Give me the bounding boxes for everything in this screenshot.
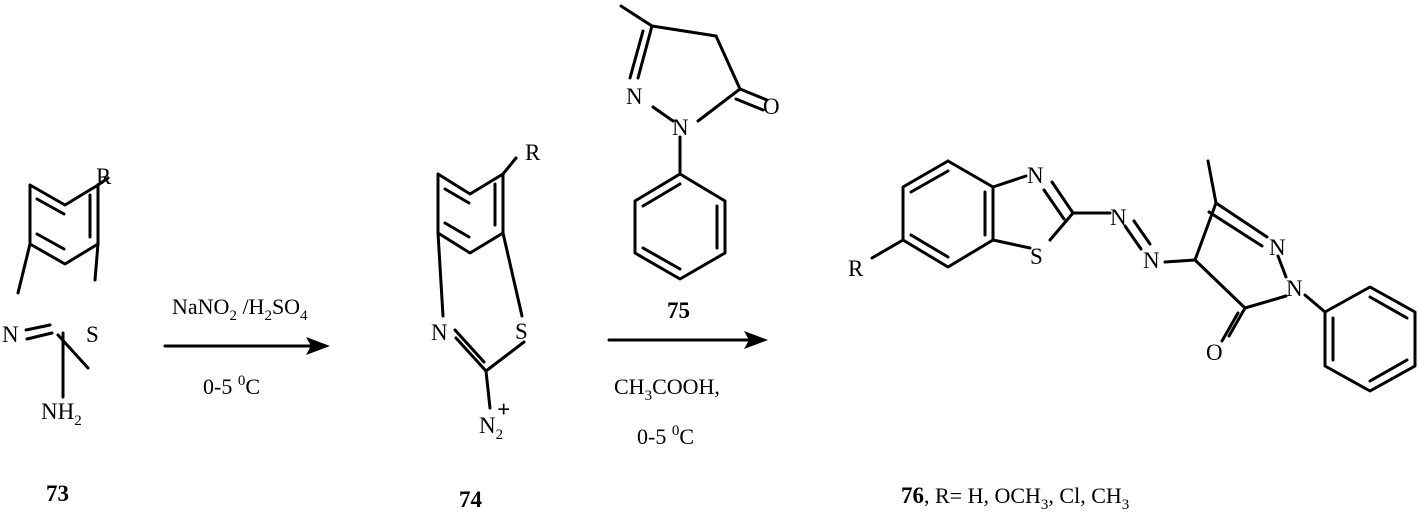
sulfur-label: S <box>515 319 528 344</box>
reaction-arrow-1: NaNO2 /H2SO4 0-5 0C <box>163 294 330 399</box>
temperature-label: 0-5 0C <box>203 373 260 399</box>
nitrogen-label: N <box>1027 163 1044 188</box>
nitrogen-label: N <box>2 322 19 347</box>
oxygen-label: O <box>763 94 780 119</box>
compound-76: N S R N N N N O 76, R= H, OCH3, Cl, CH3 <box>848 159 1417 513</box>
nitrogen-label: N <box>1269 235 1286 260</box>
solvent-label: CH3COOH, <box>614 374 720 404</box>
r-group-label: R <box>848 256 864 281</box>
nitrogen-label: N <box>431 320 448 345</box>
azo-nitrogen-label: N <box>1110 205 1127 230</box>
compound-label-73: 73 <box>46 481 69 506</box>
temperature-label: 0-5 0C <box>637 423 694 449</box>
compound-label-74: 74 <box>459 487 483 512</box>
compound-74: R N S N2+ 74 <box>431 140 541 512</box>
reagent-compound-label: 75 <box>667 298 690 323</box>
compound-label-76: 76, R= H, OCH3, Cl, CH3 <box>901 483 1129 513</box>
nitrogen-label: N <box>1286 276 1303 301</box>
compound-73: R N S NH2 73 <box>2 164 112 506</box>
nitrogen-label: N <box>672 115 689 140</box>
r-group-label: R <box>96 164 112 189</box>
sulfur-label: S <box>1030 244 1043 269</box>
compound-75: N N O <box>619 4 780 281</box>
nitrogen-label: N <box>626 84 643 109</box>
reagent-label: NaNO2 /H2SO4 <box>172 294 308 324</box>
r-group-label: R <box>525 140 541 165</box>
reaction-arrow-2: 75 CH3COOH, 0-5 0C <box>607 298 768 449</box>
sulfur-label: S <box>86 322 99 347</box>
azo-nitrogen-label: N <box>1143 248 1160 273</box>
amine-label: NH2 <box>41 399 82 429</box>
diazonium-label: N2+ <box>479 397 510 443</box>
oxygen-label: O <box>1206 340 1223 365</box>
